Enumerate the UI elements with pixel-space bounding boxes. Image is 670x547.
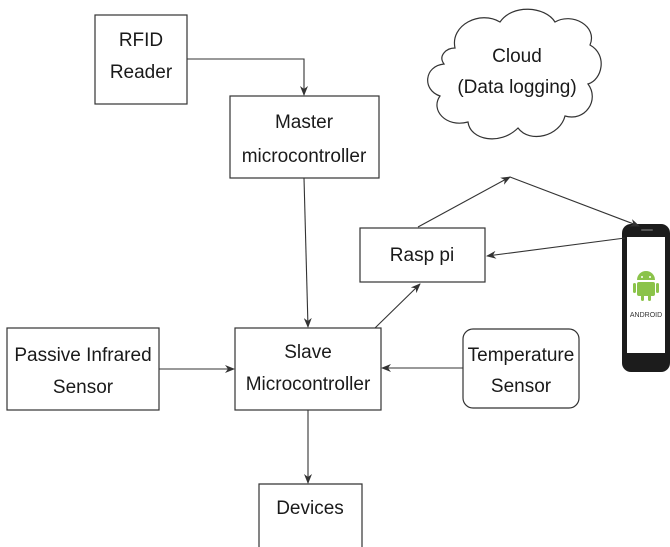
edge-slave-to-rasp (374, 283, 421, 329)
edge-phone-to-rasp (486, 237, 626, 259)
pir-label-line2: Sensor (53, 377, 114, 398)
rfid-label-line1: RFID (119, 30, 163, 51)
slave-microcontroller-node: Slave Microcontroller (234, 327, 382, 411)
temperature-sensor-node: Temperature Sensor (462, 328, 580, 409)
slave-label-line2: Microcontroller (246, 374, 371, 395)
master-microcontroller-node: Master microcontroller (229, 95, 380, 179)
rfid-reader-node: RFID Reader (94, 14, 188, 105)
slave-label-line1: Slave (284, 342, 332, 363)
edge-master-to-slave (303, 177, 312, 328)
cloud-label-line1: Cloud (492, 46, 542, 67)
devices-node: Devices (258, 483, 363, 547)
rasp-pi-node: Rasp pi (359, 227, 486, 283)
temp-label-line1: Temperature (468, 345, 575, 366)
master-label-line2: microcontroller (242, 146, 367, 167)
cloud-node: Cloud (Data logging) (427, 8, 602, 140)
cloud-label-line2: (Data logging) (457, 77, 576, 98)
master-label-line1: Master (275, 112, 334, 133)
android-robot-icon (633, 271, 659, 301)
edge-rfid-to-master (187, 58, 308, 96)
passive-infrared-sensor-node: Passive Infrared Sensor (6, 327, 160, 411)
temp-label-line2: Sensor (491, 376, 552, 397)
android-logo-text: ANDROID (630, 312, 662, 319)
edge-cloud-to-phone (509, 176, 640, 227)
rasp-pi-label: Rasp pi (390, 245, 454, 266)
rfid-label-line2: Reader (110, 62, 173, 83)
android-phone-icon: ANDROID (622, 224, 670, 372)
pir-label-line1: Passive Infrared (14, 345, 151, 366)
devices-label: Devices (276, 498, 344, 519)
edge-rasp-to-cloud (417, 176, 511, 228)
